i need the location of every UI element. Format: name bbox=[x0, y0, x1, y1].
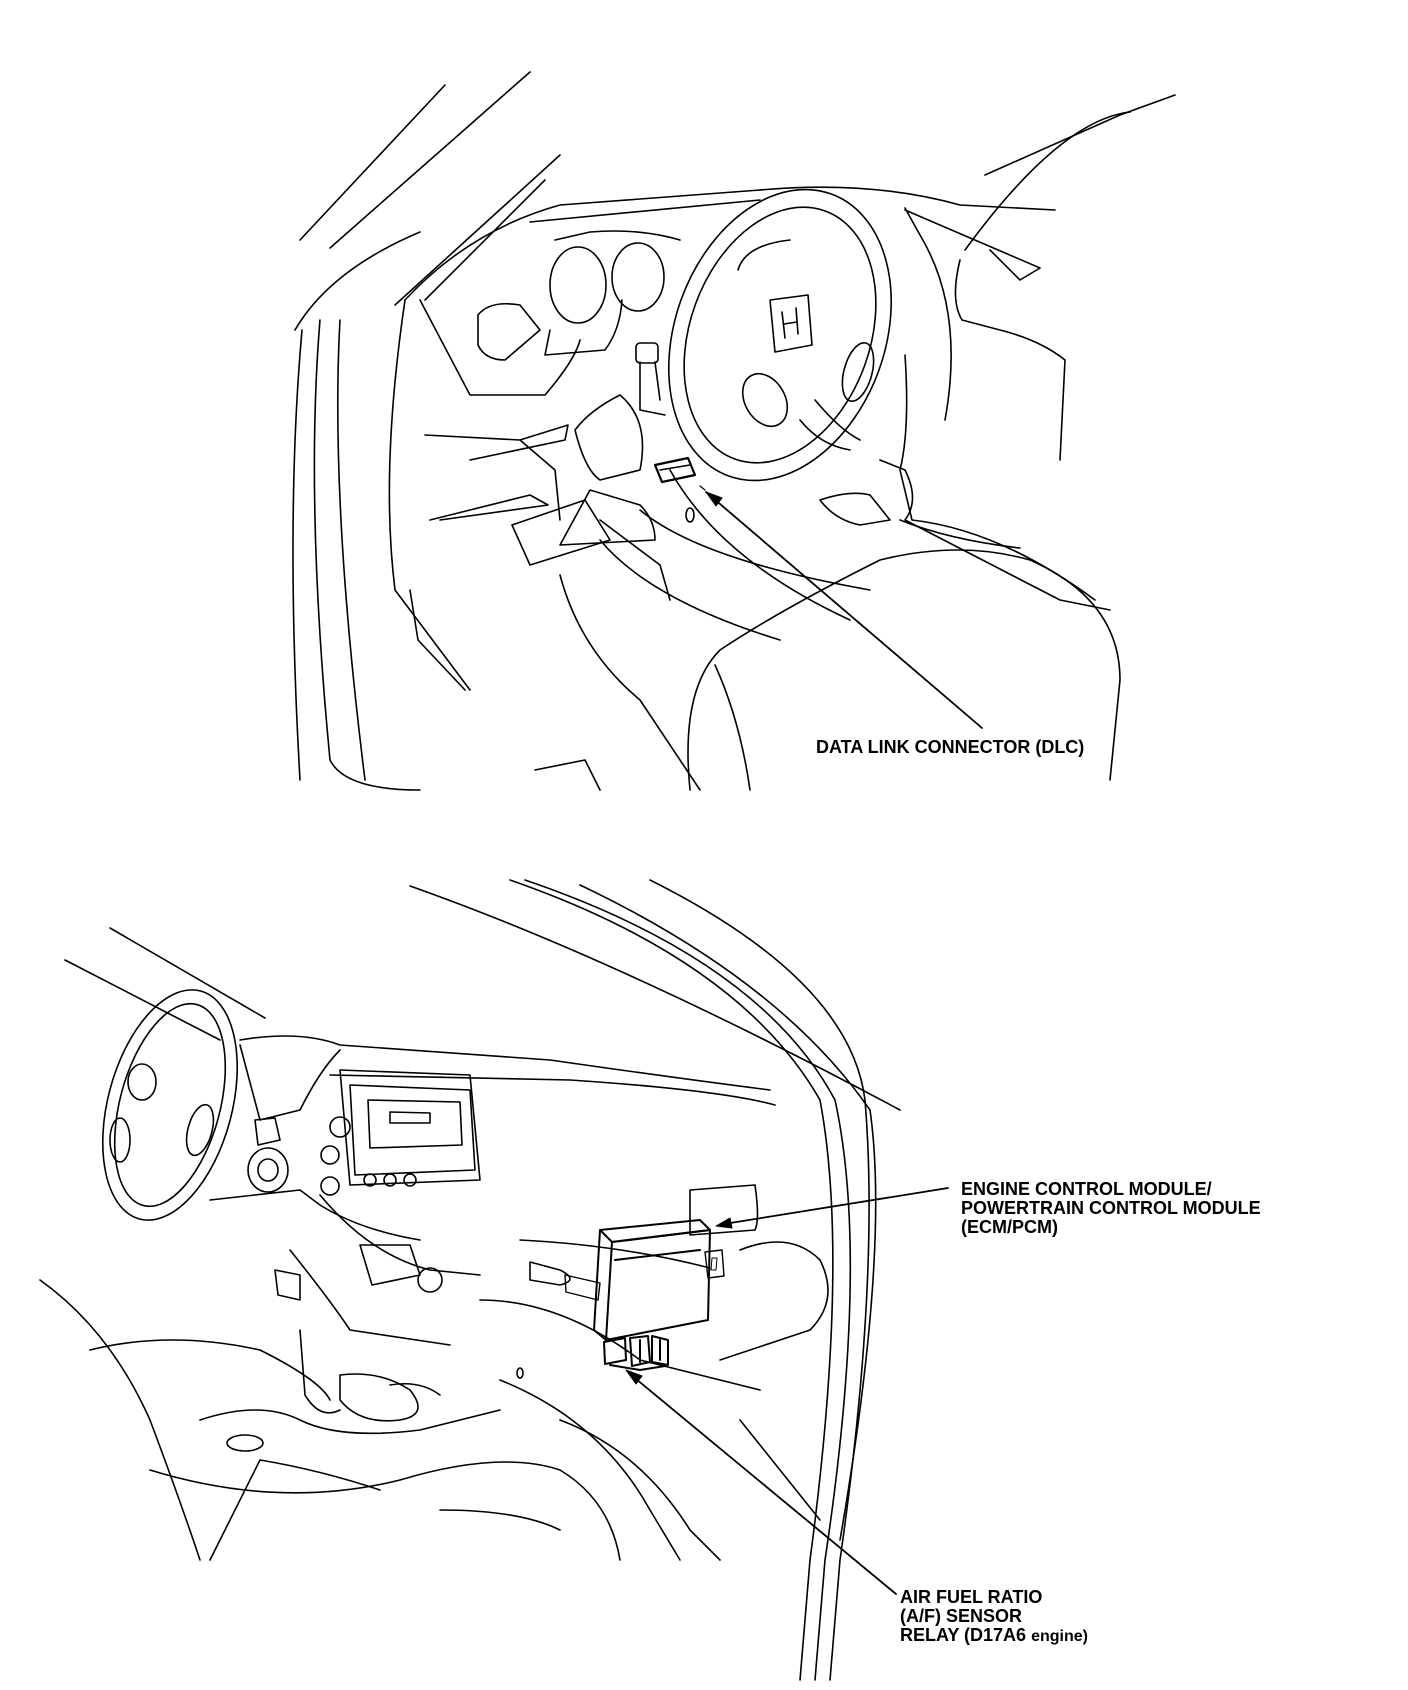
ecm-pcm-callout-label: ENGINE CONTROL MODULE/ POWERTRAIN CONTRO… bbox=[961, 1180, 1261, 1237]
ecm-label-line1: ENGINE CONTROL MODULE/ bbox=[961, 1179, 1212, 1199]
af-label-line1: AIR FUEL RATIO bbox=[900, 1587, 1043, 1607]
ecm-label-line3: (ECM/PCM) bbox=[961, 1217, 1058, 1237]
af-relay-callout-label: AIR FUEL RATIO (A/F) SENSOR RELAY (D17A6… bbox=[900, 1588, 1088, 1646]
ecm-label-line2: POWERTRAIN CONTROL MODULE bbox=[961, 1198, 1261, 1218]
af-label-line3-main: RELAY (D17A6 bbox=[900, 1625, 1032, 1645]
dlc-callout-label: DATA LINK CONNECTOR (DLC) bbox=[816, 737, 1085, 757]
af-label-line2: (A/F) SENSOR bbox=[900, 1606, 1023, 1626]
af-label-line3-small: engine) bbox=[1031, 1628, 1088, 1645]
passenger-interior-illustration bbox=[39, 879, 901, 1681]
af-label-line3: RELAY (D17A6 engine) bbox=[900, 1626, 1088, 1646]
af-relay-leader-line bbox=[625, 1369, 897, 1595]
driver-interior-illustration bbox=[292, 71, 1176, 791]
ecm-leader-line bbox=[715, 1187, 949, 1229]
dlc-leader-line bbox=[699, 485, 983, 729]
af-sensor-relay bbox=[603, 1335, 669, 1371]
ecm-pcm-unit bbox=[564, 1219, 725, 1341]
